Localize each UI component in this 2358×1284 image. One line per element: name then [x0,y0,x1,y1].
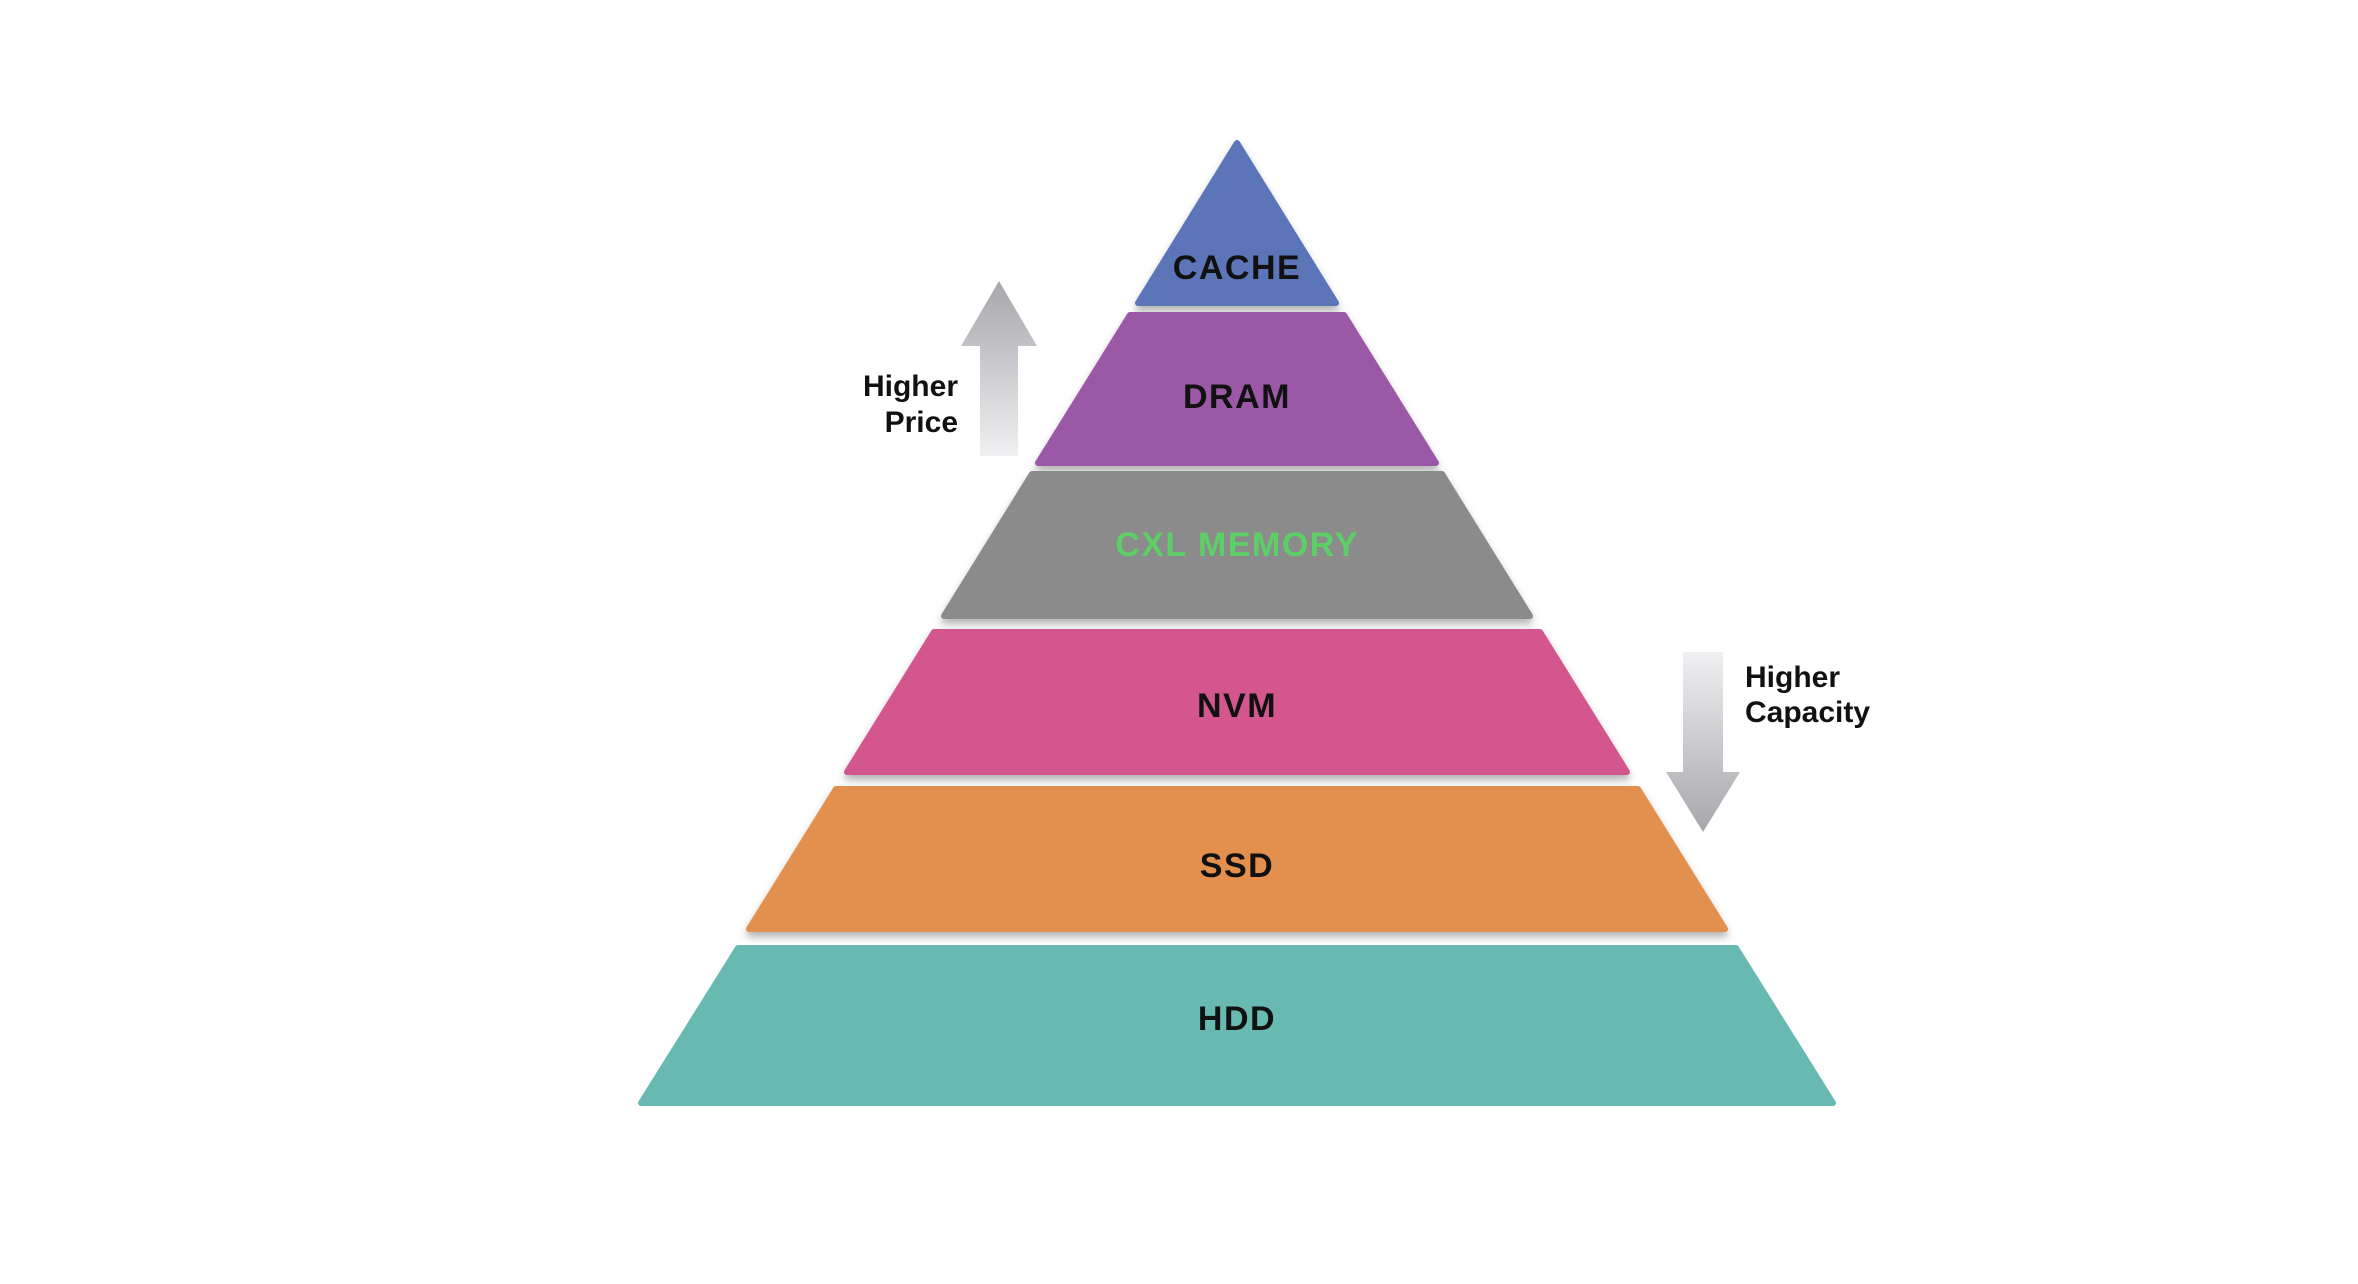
dram-level-shape [1035,312,1439,466]
higher-capacity-annotation: Higher Capacity [1666,652,1870,832]
pyramid-level-nvm: NVM [844,629,1630,775]
higher-price-annotation: Higher Price [863,281,1037,456]
cache-level-shape [1135,140,1339,306]
pyramid-level-cache: CACHE [1135,140,1339,306]
higher-price-label-line1: Higher [863,370,958,403]
higher-price-label-line2: Price [885,406,958,439]
higher-capacity-label-line2: Capacity [1745,696,1870,729]
cxl-memory-level-shape [941,471,1533,619]
hdd-label: HDD [1198,1000,1276,1038]
up-arrow-icon [961,281,1037,456]
dram-label: DRAM [1183,378,1291,416]
pyramid-level-dram: DRAM [1035,312,1439,466]
hdd-level-shape [638,945,1836,1106]
pyramid-level-cxl-memory: CXL MEMORY [941,471,1533,619]
ssd-label: SSD [1200,847,1274,885]
down-arrow-icon [1666,652,1740,832]
higher-capacity-label-line1: Higher [1745,661,1840,694]
cache-label: CACHE [1173,249,1301,287]
pyramid-level-ssd: SSD [746,786,1728,932]
pyramid-level-hdd: HDD [638,945,1836,1106]
ssd-level-shape [746,786,1728,932]
nvm-level-shape [844,629,1630,775]
cxl-memory-label: CXL MEMORY [1115,526,1359,564]
nvm-label: NVM [1197,687,1277,725]
